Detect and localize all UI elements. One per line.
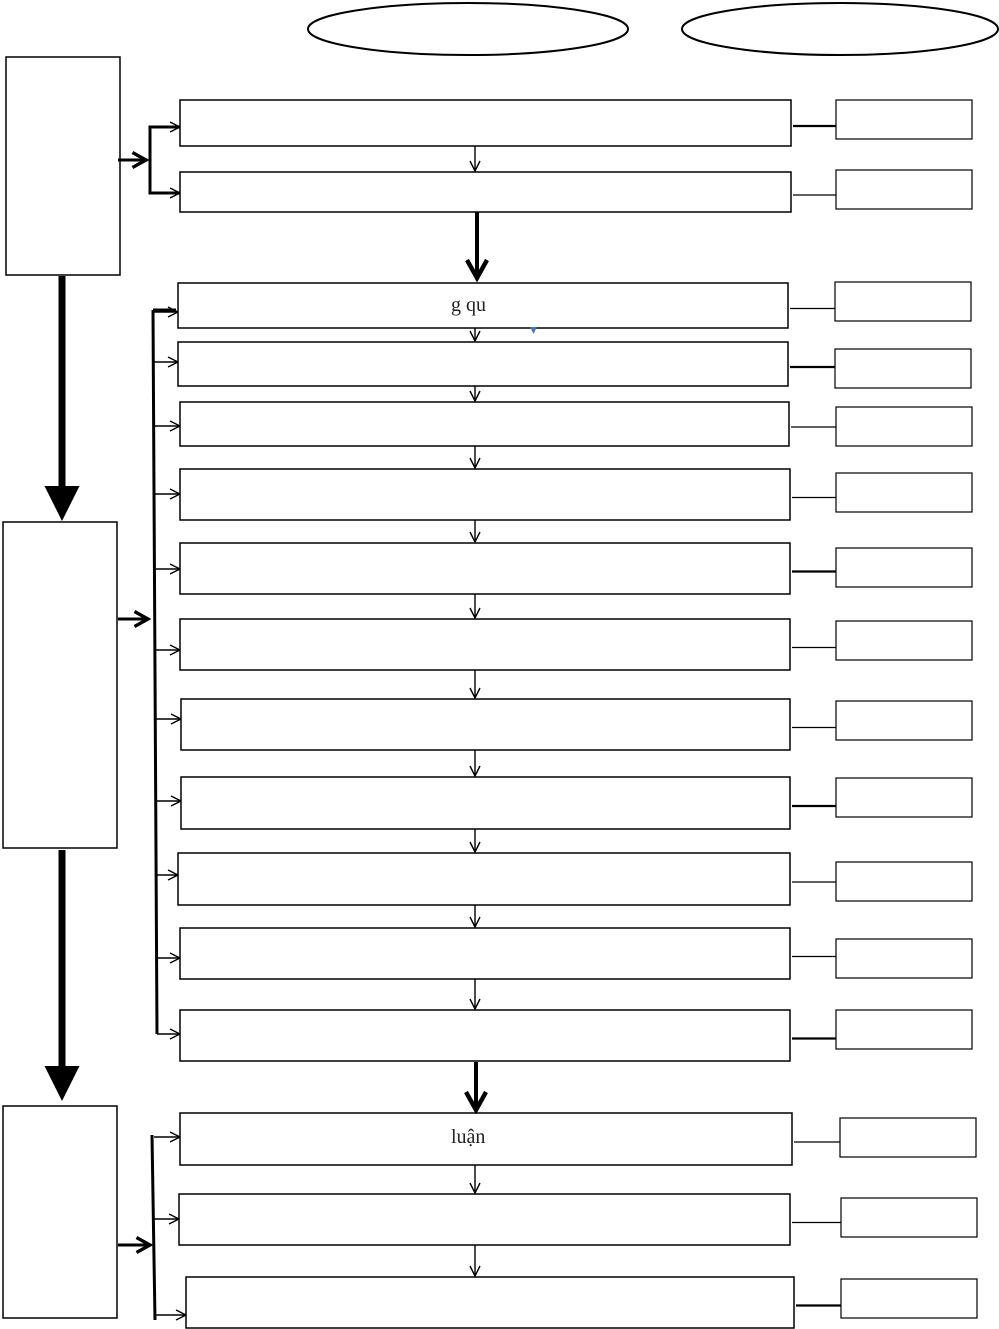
side-box-6 <box>835 472 973 513</box>
side-box-16 <box>840 1278 978 1319</box>
step-box-9 <box>180 698 791 751</box>
step-box-1 <box>179 99 792 147</box>
step-box-11 <box>177 852 791 906</box>
side-box-4 <box>834 348 972 389</box>
side-box-1 <box>835 99 973 140</box>
step-box-5 <box>179 401 790 447</box>
side-box-8 <box>835 620 973 661</box>
phase-box-3 <box>2 1105 118 1319</box>
small-marker <box>530 327 537 334</box>
header-ellipse-right <box>681 2 999 56</box>
step-box-14 <box>179 1112 793 1166</box>
phase-box-2 <box>2 521 118 849</box>
step-box-4 <box>177 341 789 387</box>
step-box-2 <box>179 171 792 213</box>
header-ellipse-left <box>307 2 629 56</box>
phase-box-1 <box>5 56 121 276</box>
step-box-16 <box>185 1276 795 1329</box>
step-box-12 <box>179 927 791 980</box>
step-fragment-top: g qu <box>451 294 486 316</box>
step-box-3 <box>177 282 789 329</box>
side-box-12 <box>835 938 973 979</box>
step-box-7 <box>179 542 791 595</box>
step-fragment-bottom: luận <box>451 1126 485 1148</box>
side-box-3 <box>834 281 972 322</box>
step-box-10 <box>180 776 791 830</box>
step-box-6 <box>179 468 791 521</box>
side-box-13 <box>835 1009 973 1050</box>
side-box-2 <box>835 169 973 210</box>
side-box-14 <box>839 1117 977 1158</box>
side-box-15 <box>840 1197 978 1238</box>
step-box-8 <box>179 618 791 671</box>
side-box-11 <box>835 861 973 902</box>
bracket-phase-3 <box>150 1134 157 1321</box>
side-box-7 <box>835 547 973 588</box>
side-box-10 <box>835 777 973 818</box>
side-box-5 <box>835 406 973 447</box>
step-box-15 <box>178 1193 791 1246</box>
side-box-9 <box>835 700 973 741</box>
bracket-phase-1 <box>148 125 180 195</box>
bracket-phase-2 <box>151 309 159 1035</box>
step-box-13 <box>179 1009 791 1062</box>
